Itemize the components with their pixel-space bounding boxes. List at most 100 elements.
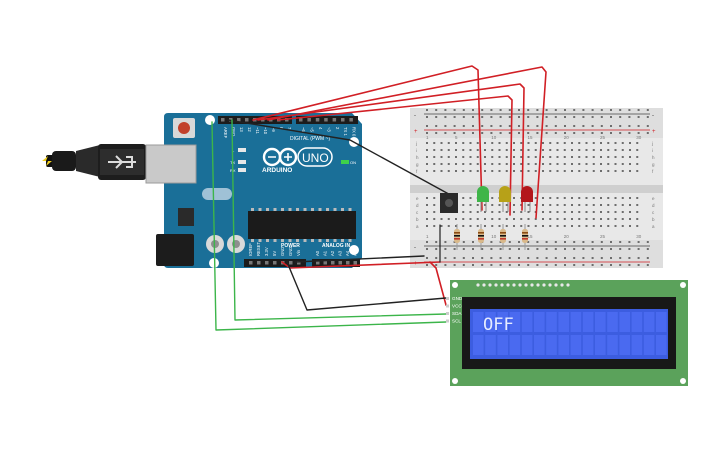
analog-pin[interactable] xyxy=(338,261,343,265)
breadboard-hole xyxy=(433,163,436,165)
rail-hole xyxy=(582,116,585,118)
lcd-header-hole xyxy=(512,283,516,287)
power-pin[interactable] xyxy=(249,261,253,265)
rail-hole xyxy=(582,248,585,250)
lcd-char-cell xyxy=(534,312,545,332)
breadboard-hole xyxy=(571,218,573,220)
breadboard-hole xyxy=(600,218,602,220)
breadboard-hole xyxy=(636,149,639,151)
rail-hole xyxy=(499,264,502,266)
breadboard-hole xyxy=(542,142,544,144)
column-number: 30 xyxy=(636,234,642,239)
rail-hole xyxy=(545,125,548,127)
digital-pin-label: RX 0 xyxy=(352,127,357,137)
analog-pin[interactable] xyxy=(353,261,358,265)
breadboard-hole xyxy=(563,197,566,199)
rail-hole xyxy=(600,109,603,111)
power-pin-label: 5V xyxy=(272,251,277,256)
power-pin[interactable] xyxy=(289,261,293,265)
power-pin-label: IOREF xyxy=(248,243,253,256)
digital-pin[interactable] xyxy=(332,118,337,122)
breadboard-hole xyxy=(614,163,617,165)
rail-hole xyxy=(426,257,428,259)
analog-header xyxy=(312,259,360,267)
breadboard-hole xyxy=(621,218,624,220)
row-letter: e xyxy=(652,196,655,201)
rail-hole xyxy=(481,132,484,134)
rail-hole xyxy=(646,257,649,259)
lcd-pin[interactable] xyxy=(446,297,449,300)
breadboard-hole xyxy=(592,142,595,144)
rail-hole xyxy=(426,241,428,243)
analog-pin[interactable] xyxy=(323,261,328,265)
reset-button[interactable] xyxy=(178,122,190,134)
lcd-char-cell xyxy=(656,312,667,332)
breadboard-hole xyxy=(629,170,631,172)
rail-hole xyxy=(545,248,548,250)
digital-pin[interactable] xyxy=(237,118,241,122)
rail-hole xyxy=(610,109,612,111)
breadboard-hole xyxy=(527,142,530,144)
rail-hole xyxy=(426,132,428,134)
analog-pin[interactable] xyxy=(316,261,320,265)
breadboard-hole xyxy=(600,163,602,165)
breadboard-hole xyxy=(592,218,595,220)
digital-pin[interactable] xyxy=(324,118,328,122)
push-button[interactable] xyxy=(440,193,458,213)
breadboard-hole xyxy=(592,170,595,172)
breadboard-hole xyxy=(527,218,530,220)
digital-pin[interactable] xyxy=(307,118,311,122)
lcd-char-cell xyxy=(619,335,630,355)
breadboard-hole xyxy=(484,149,486,151)
breadboard-hole xyxy=(542,156,544,158)
rail-hole xyxy=(591,125,594,127)
digital-pin[interactable] xyxy=(341,118,345,122)
breadboard-hole xyxy=(527,204,530,206)
rail-hole xyxy=(564,109,566,111)
breadboard-hole xyxy=(527,149,530,151)
lcd-header-hole xyxy=(500,283,504,287)
breadboard-hole xyxy=(621,156,624,158)
rail-plus-top-right: + xyxy=(652,129,656,135)
breadboard-hole xyxy=(498,170,501,172)
lcd-char-cell xyxy=(595,312,606,332)
rail-hole xyxy=(545,264,548,266)
lightning-icon xyxy=(42,156,52,166)
analog-pin[interactable] xyxy=(346,261,350,265)
digital-pin[interactable] xyxy=(349,118,353,122)
lcd-header-hole xyxy=(560,283,564,287)
lcd-char-cell xyxy=(582,312,594,332)
rail-hole xyxy=(573,248,576,250)
breadboard-hole xyxy=(426,170,428,172)
power-pin[interactable] xyxy=(273,261,277,265)
digital-pin[interactable] xyxy=(221,118,225,122)
rail-hole xyxy=(462,257,465,259)
lcd-pin[interactable] xyxy=(446,304,449,308)
rail-hole xyxy=(564,257,566,259)
lcd-pin-label: VCC xyxy=(452,304,462,309)
analog-pin[interactable] xyxy=(331,261,335,265)
lcd-pin[interactable] xyxy=(446,312,449,315)
digital-pin[interactable] xyxy=(245,118,249,122)
breadboard-hole xyxy=(426,163,428,165)
digital-pin[interactable] xyxy=(299,118,303,122)
rail-hole xyxy=(545,116,548,118)
breadboard-hole xyxy=(426,211,428,213)
digital-pin[interactable] xyxy=(315,118,320,122)
digital-pin-label: 13 xyxy=(239,127,244,132)
power-pin[interactable] xyxy=(297,261,301,265)
lcd-pin[interactable] xyxy=(446,319,449,323)
breadboard-hole xyxy=(607,197,610,199)
column-number: 15 xyxy=(528,135,534,140)
power-pin[interactable] xyxy=(265,261,269,265)
digital-pin-label: ~3 xyxy=(326,127,331,132)
rail-hole xyxy=(453,248,456,250)
breadboard-hole xyxy=(585,218,588,220)
power-pin[interactable] xyxy=(257,261,261,265)
breadboard-hole xyxy=(571,197,573,199)
arduino-uno-board[interactable]: L TX RX ON ARDUINO UNO DIGITAL (PWM ~) P… xyxy=(145,113,362,268)
lcd-pin-label: SCL xyxy=(452,319,461,324)
breadboard-hole xyxy=(563,142,566,144)
